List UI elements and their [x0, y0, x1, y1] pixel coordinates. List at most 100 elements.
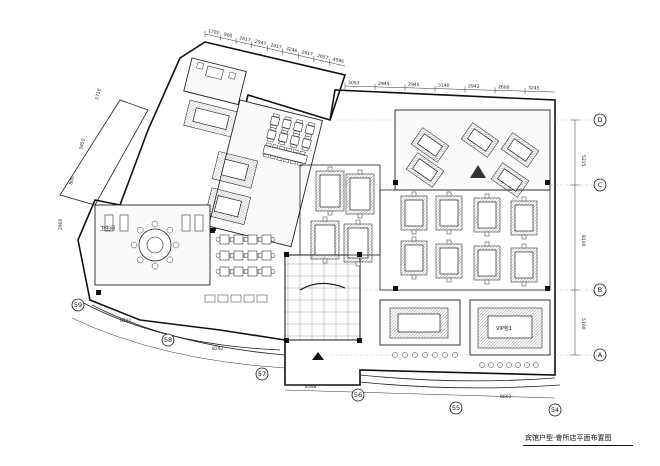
chair — [484, 279, 490, 285]
chair — [229, 237, 235, 242]
cafe-table — [233, 234, 244, 245]
chair — [479, 362, 485, 368]
grid-axis-a: A — [598, 351, 603, 359]
dining-table — [304, 124, 316, 136]
room-label-wash: 卫生间 — [100, 225, 115, 232]
chair — [276, 156, 283, 162]
grid-axis-55: 55 — [452, 404, 460, 412]
chair — [136, 226, 144, 234]
mahjong-hall — [299, 164, 551, 291]
chair — [151, 262, 159, 270]
mahjong-table — [314, 224, 336, 256]
chair — [411, 229, 417, 235]
grid-axis-59: 59 — [74, 301, 82, 309]
sofa — [217, 294, 229, 303]
chair — [266, 138, 274, 143]
chair — [521, 243, 527, 249]
dining-table — [269, 115, 281, 127]
chair — [265, 142, 272, 147]
dim-top-label: 3140 — [438, 83, 450, 89]
chair — [243, 237, 249, 242]
chair — [533, 362, 539, 368]
dim-top-label: 2617 — [239, 35, 252, 43]
dim-bottom-1: 8101 — [120, 318, 132, 324]
chair — [243, 269, 249, 274]
chair — [484, 241, 490, 247]
title-underline — [523, 445, 633, 446]
mahjong-table — [514, 204, 534, 232]
dim-bottom-4: 8661 — [500, 394, 512, 400]
mahjong-table — [412, 158, 438, 182]
cafe-table — [247, 250, 258, 261]
chair — [521, 281, 527, 287]
chair — [296, 119, 304, 124]
chair — [411, 236, 417, 242]
lounge-area: 卫生间 — [94, 204, 211, 286]
mahjong-table — [477, 201, 497, 229]
mahjong-table — [514, 251, 534, 279]
mahjong-table — [497, 168, 523, 192]
chair — [229, 253, 235, 258]
dim-left-2: 3450 — [78, 138, 87, 151]
chair — [355, 261, 361, 267]
chair — [272, 113, 280, 118]
chair — [166, 226, 174, 234]
chair — [284, 116, 292, 121]
chair — [524, 362, 530, 368]
chair — [442, 352, 448, 358]
dining-table — [301, 138, 312, 149]
chair — [484, 193, 490, 199]
chair — [262, 153, 269, 158]
chair — [270, 269, 276, 274]
dim-top-label: 2617 — [301, 49, 314, 57]
long-table — [262, 144, 308, 165]
sofa — [204, 294, 216, 303]
grid-axis-54: 54 — [551, 406, 559, 414]
sofa — [256, 294, 268, 303]
chair — [166, 256, 174, 264]
dimension-chain-right — [570, 119, 580, 356]
chair — [357, 169, 363, 175]
dim-left-1: 2710 — [94, 88, 103, 101]
chair — [229, 269, 235, 274]
dim-right-2: 8100 — [580, 235, 586, 247]
dimension-chain-bottom — [71, 317, 556, 399]
dim-right-1: 5225 — [580, 155, 586, 167]
chair — [515, 362, 521, 368]
chair — [304, 135, 312, 141]
grid-axis-markers-right: D C B A — [593, 113, 607, 362]
chair — [327, 210, 333, 216]
chair — [307, 121, 315, 127]
chair — [215, 253, 221, 258]
mahjong-table — [319, 174, 341, 208]
dining-table — [281, 118, 292, 130]
chair — [327, 166, 333, 172]
chair — [272, 144, 279, 149]
mahjong-table — [417, 133, 443, 157]
dim-top-label: 3053 — [348, 80, 360, 86]
chair — [130, 241, 138, 249]
bottom-vip-rooms: VIP包1 — [379, 299, 551, 368]
grid-axis-d: D — [597, 116, 602, 124]
chair — [521, 234, 527, 240]
hall-border-left — [299, 164, 381, 256]
mahjong-table — [439, 247, 459, 275]
chair — [411, 191, 417, 197]
mahjong-table — [347, 227, 369, 259]
chair — [292, 132, 300, 138]
cafe-table — [261, 234, 272, 245]
dining-table — [277, 132, 289, 143]
dining-table — [266, 129, 277, 140]
rotated-dining — [204, 99, 324, 248]
chair — [411, 274, 417, 280]
room-label-vip: VIP包1 — [496, 325, 512, 332]
chair — [136, 256, 144, 264]
chair — [446, 229, 452, 235]
chair — [257, 253, 263, 258]
chair — [278, 140, 286, 146]
upper-right-zone — [394, 109, 551, 198]
chair — [322, 258, 328, 264]
chair — [289, 160, 297, 165]
